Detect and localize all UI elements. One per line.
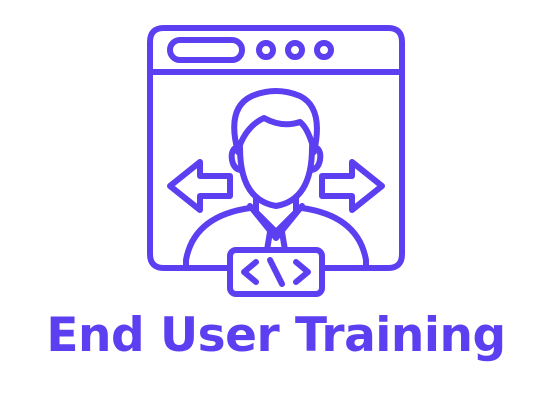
arrow-left-icon	[167, 159, 233, 213]
user-avatar-icon	[183, 88, 369, 271]
arrow-right-icon	[319, 159, 385, 213]
page-title: End User Training	[46, 308, 506, 363]
end-user-training-icon	[147, 25, 405, 297]
browser-window-icon	[147, 25, 405, 271]
code-tag-icon	[227, 247, 325, 297]
